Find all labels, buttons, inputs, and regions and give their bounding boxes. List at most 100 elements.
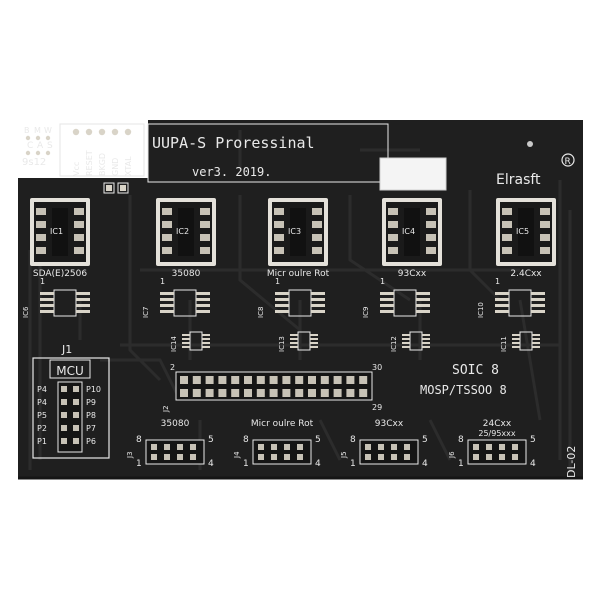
connector-pin[interactable] — [164, 444, 170, 450]
j2-pin[interactable] — [282, 389, 291, 397]
connector-pin[interactable] — [297, 444, 303, 450]
connector-pin[interactable] — [151, 454, 157, 460]
j2-pin[interactable] — [180, 376, 188, 384]
mcu-pin[interactable] — [73, 399, 79, 405]
j2-pin[interactable] — [269, 376, 278, 384]
connector-pin[interactable] — [151, 444, 157, 450]
j2-pin[interactable] — [218, 389, 227, 397]
j2-pin[interactable] — [192, 376, 201, 384]
connector-pin[interactable] — [473, 454, 479, 460]
jumper-pad[interactable] — [103, 182, 115, 194]
header-small-pad[interactable] — [25, 150, 31, 156]
connector-pin[interactable] — [177, 444, 183, 450]
connector-pin[interactable] — [499, 454, 505, 460]
j2-pin[interactable] — [295, 389, 304, 397]
header-small-pad[interactable] — [45, 135, 51, 141]
header-pad[interactable] — [72, 128, 80, 136]
connector-pin[interactable] — [190, 454, 196, 460]
mcu-pin[interactable] — [61, 412, 67, 418]
j2-pin[interactable] — [269, 389, 278, 397]
connector-pin[interactable] — [271, 444, 277, 450]
header-pad[interactable] — [85, 128, 93, 136]
connector-pin[interactable] — [164, 454, 170, 460]
j2-pin[interactable] — [180, 389, 188, 397]
j2-pin[interactable] — [308, 389, 316, 397]
j2-pin[interactable] — [205, 376, 214, 384]
j2-pin[interactable] — [256, 376, 265, 384]
mcu-pin[interactable] — [73, 438, 79, 444]
connector-pin[interactable] — [365, 454, 371, 460]
msop-footprint[interactable]: IC14 — [170, 331, 210, 352]
j2-pin[interactable] — [256, 389, 265, 397]
connector-pin[interactable] — [499, 444, 505, 450]
j2-pin[interactable] — [295, 376, 304, 384]
j2-pin[interactable] — [320, 389, 329, 397]
j2-pin[interactable] — [231, 376, 240, 384]
jumper-pad[interactable] — [117, 182, 129, 194]
header-pads[interactable] — [25, 128, 132, 156]
mcu-pin[interactable] — [61, 438, 67, 444]
mcu-pin[interactable] — [73, 386, 79, 392]
connector-pin[interactable] — [391, 444, 397, 450]
msop-footprint[interactable]: IC13 — [278, 331, 318, 352]
j2-pin[interactable] — [333, 389, 342, 397]
connector-pin[interactable] — [284, 454, 290, 460]
connector-pin[interactable] — [486, 444, 492, 450]
j2-pin[interactable] — [192, 389, 201, 397]
mcu-pin[interactable] — [73, 425, 79, 431]
j2-pin[interactable] — [333, 376, 342, 384]
header-pad[interactable] — [98, 128, 106, 136]
mcu-pin[interactable] — [61, 386, 67, 392]
connector-pin[interactable] — [512, 454, 518, 460]
header-pad[interactable] — [111, 128, 119, 136]
j2-pin[interactable] — [282, 376, 291, 384]
connector-pin[interactable] — [177, 454, 183, 460]
mcu-pin[interactable] — [73, 412, 79, 418]
connector-pin[interactable] — [378, 444, 384, 450]
header-small-pad[interactable] — [35, 150, 41, 156]
header-small-pad[interactable] — [45, 150, 51, 156]
j2-pin[interactable] — [231, 389, 240, 397]
connector-pin[interactable] — [404, 444, 410, 450]
connector-pin[interactable] — [512, 444, 518, 450]
mcu-pin[interactable] — [61, 399, 67, 405]
connector-pin[interactable] — [378, 454, 384, 460]
connector-pin[interactable] — [284, 444, 290, 450]
msop-footprint[interactable]: IC12 — [390, 331, 430, 352]
j2-pin[interactable] — [308, 376, 316, 384]
connector-pin[interactable] — [486, 454, 492, 460]
j2-pin[interactable] — [346, 389, 355, 397]
mcu-pin[interactable] — [61, 425, 67, 431]
connector-pin[interactable] — [258, 444, 264, 450]
header-small-pad[interactable] — [35, 135, 41, 141]
header-pad[interactable] — [124, 128, 132, 136]
connector-pin[interactable] — [297, 454, 303, 460]
j2-pin[interactable] — [359, 376, 368, 384]
connector-pin[interactable] — [271, 454, 277, 460]
connector-pin[interactable] — [365, 444, 371, 450]
connector-pin[interactable] — [391, 454, 397, 460]
j2-pin[interactable] — [244, 389, 252, 397]
msop-footprint[interactable]: IC11 — [500, 331, 540, 352]
connector-pin[interactable] — [258, 454, 264, 460]
j2-pin[interactable] — [244, 376, 252, 384]
connector-pin[interactable] — [473, 444, 479, 450]
connector-pin[interactable] — [404, 454, 410, 460]
j2-pin[interactable] — [359, 389, 368, 397]
header-small-pad[interactable] — [25, 135, 31, 141]
j2-pin[interactable] — [205, 389, 214, 397]
